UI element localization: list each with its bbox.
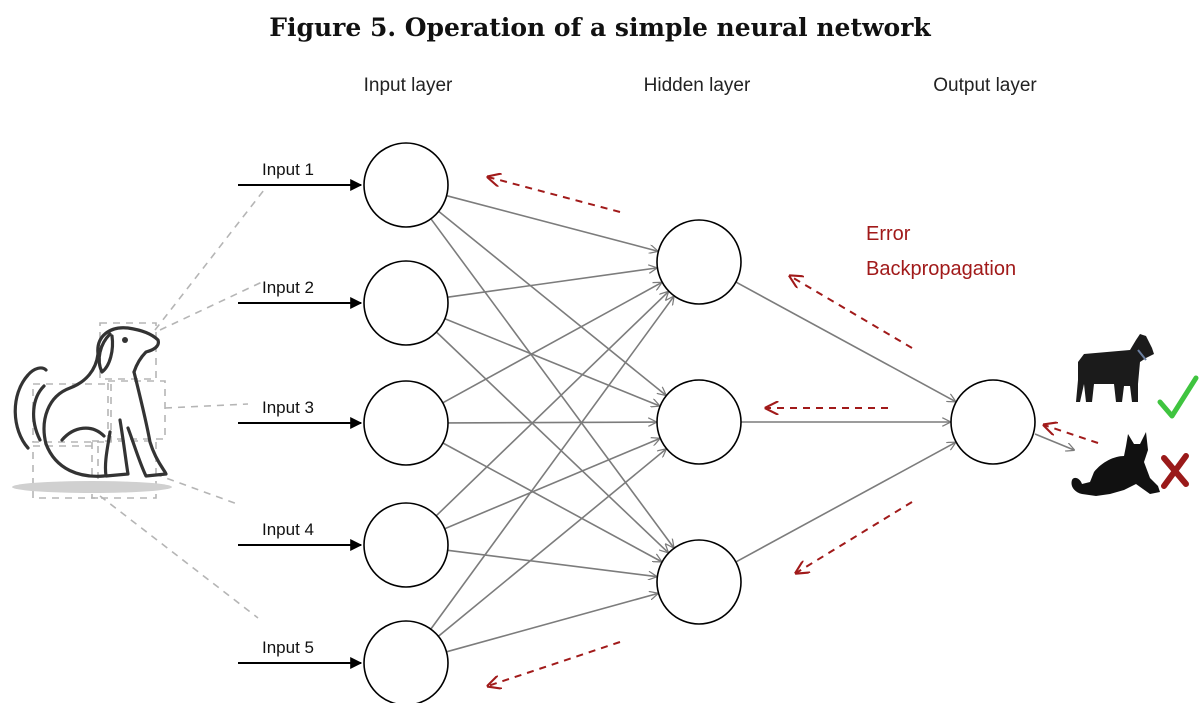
edge-input4-hidden1 bbox=[435, 292, 668, 517]
edge-hidden3-output bbox=[735, 443, 955, 563]
checkmark-icon bbox=[1157, 375, 1199, 419]
edge-input5-hidden1 bbox=[430, 297, 674, 630]
hidden-node-2 bbox=[656, 379, 742, 465]
input-label-1: Input 1 bbox=[262, 160, 314, 179]
error-label-line2: Backpropagation bbox=[866, 258, 1016, 280]
hidden-node-1 bbox=[656, 219, 742, 305]
input-node-3 bbox=[363, 380, 449, 466]
output-node bbox=[950, 379, 1036, 465]
input-label-3: Input 3 bbox=[262, 398, 314, 417]
cat-silhouette-icon bbox=[1071, 432, 1160, 496]
hidden-layer bbox=[656, 219, 742, 625]
input-node-1 bbox=[363, 142, 449, 228]
input-node-2 bbox=[363, 260, 449, 346]
dog-silhouette-icon bbox=[1076, 334, 1154, 402]
error-arrows bbox=[488, 177, 1099, 686]
input-arrows: Input 1 Input 2 Input 3 Input 4 Input 5 bbox=[238, 160, 363, 669]
figure-title: Figure 5. Operation of a simple neural n… bbox=[269, 13, 931, 42]
edge-input1-hidden3 bbox=[430, 218, 674, 548]
input-node-4 bbox=[363, 502, 449, 588]
input-layer-label: Input layer bbox=[364, 75, 453, 96]
edge-input1-hidden1 bbox=[446, 194, 658, 251]
edge-input2-hidden2 bbox=[444, 318, 659, 406]
feature-links bbox=[99, 189, 265, 619]
edge-hidden1-output bbox=[735, 281, 955, 401]
input-label-4: Input 4 bbox=[262, 520, 314, 539]
edge-input4-hidden3 bbox=[447, 549, 657, 576]
edge-input5-hidden3 bbox=[446, 594, 658, 653]
input-node-5 bbox=[363, 620, 449, 703]
input-label-5: Input 5 bbox=[262, 638, 314, 657]
error-arrow-hidden-to-input1 bbox=[488, 177, 621, 213]
edge-input5-hidden2 bbox=[437, 449, 665, 637]
hidden-layer-label: Hidden layer bbox=[644, 75, 751, 96]
error-arrow-output-to-hidden3 bbox=[796, 501, 913, 573]
connection-edges bbox=[430, 194, 1074, 653]
edge-input3-hidden3 bbox=[442, 442, 661, 562]
dog-sketch-icon bbox=[12, 189, 265, 619]
edge-input3-hidden2 bbox=[447, 422, 656, 423]
edge-input2-hidden1 bbox=[447, 268, 657, 298]
output-layer-label: Output layer bbox=[933, 75, 1037, 96]
hidden-node-3 bbox=[656, 539, 742, 625]
output-layer bbox=[950, 379, 1036, 465]
error-label-line1: Error bbox=[866, 223, 911, 245]
input-label-2: Input 2 bbox=[262, 278, 314, 297]
edge-output-to-result bbox=[1034, 433, 1074, 450]
edge-input3-hidden1 bbox=[442, 283, 662, 404]
error-arrow-output-to-hidden1 bbox=[790, 276, 913, 349]
cross-icon bbox=[1161, 453, 1189, 489]
edge-input1-hidden2 bbox=[438, 210, 666, 395]
error-arrow-result-to-output bbox=[1044, 425, 1099, 444]
error-arrow-hidden-to-input5 bbox=[488, 641, 621, 686]
input-layer bbox=[363, 142, 449, 703]
edge-input4-hidden2 bbox=[444, 439, 660, 530]
edge-input2-hidden3 bbox=[435, 331, 668, 552]
